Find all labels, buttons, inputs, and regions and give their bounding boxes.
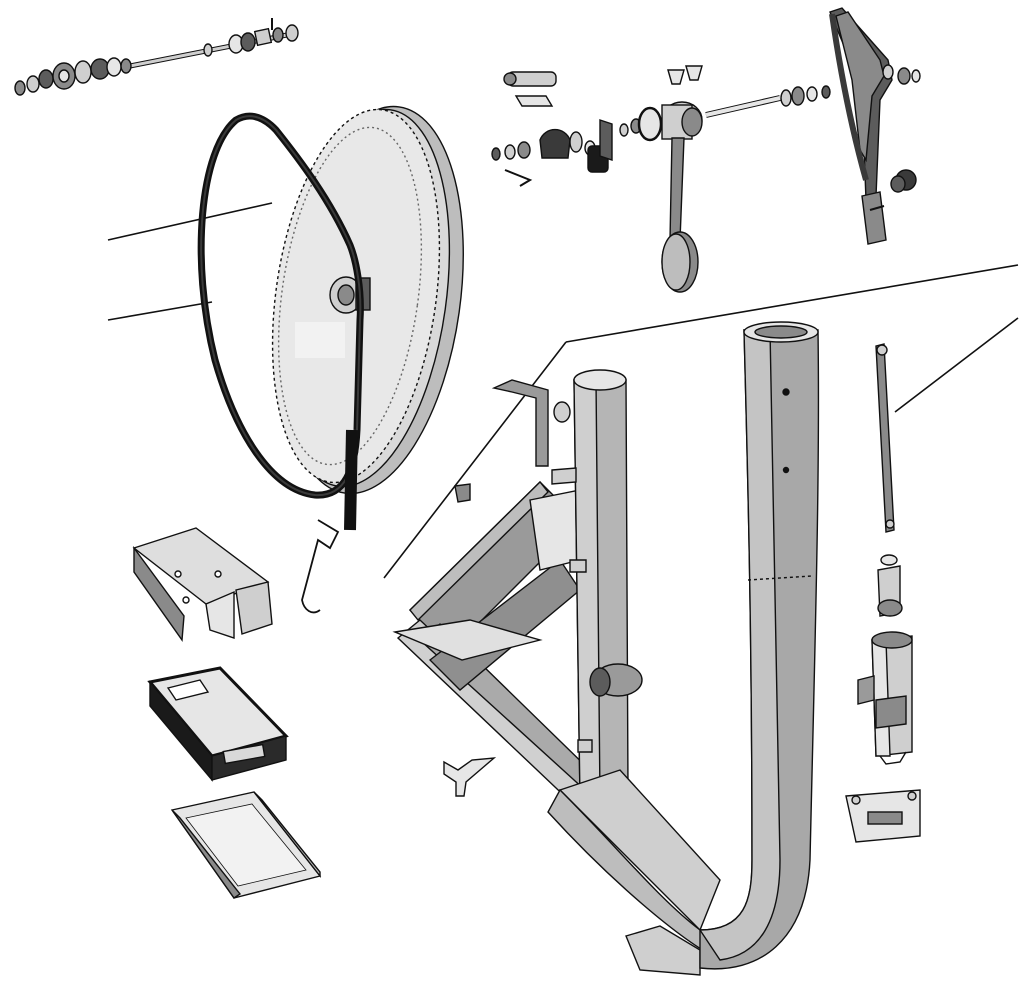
main-frame [392, 480, 701, 976]
leader-line-5 [894, 317, 1019, 413]
linkage-rod [875, 343, 895, 533]
control-box [147, 666, 289, 782]
crank-axle-assembly [14, 18, 299, 96]
pedal-arm-assembly [491, 65, 831, 293]
flywheel [271, 105, 464, 495]
wire-hook [301, 519, 342, 614]
adjustment-knob [890, 169, 917, 193]
leader-line-1 [107, 202, 273, 241]
motor-bracket [132, 527, 273, 642]
leader-line-3 [565, 264, 1019, 343]
small-bracket [443, 757, 497, 797]
leader-line-4 [383, 341, 567, 579]
mounting-bracket [845, 789, 921, 843]
leader-line-2 [107, 301, 213, 321]
tension-actuator [857, 554, 913, 765]
upright-tube [491, 321, 820, 970]
tray-plate [170, 791, 322, 899]
handlebar-arm [829, 7, 921, 245]
leader-lines [107, 202, 1019, 579]
drive-belt [197, 112, 364, 531]
